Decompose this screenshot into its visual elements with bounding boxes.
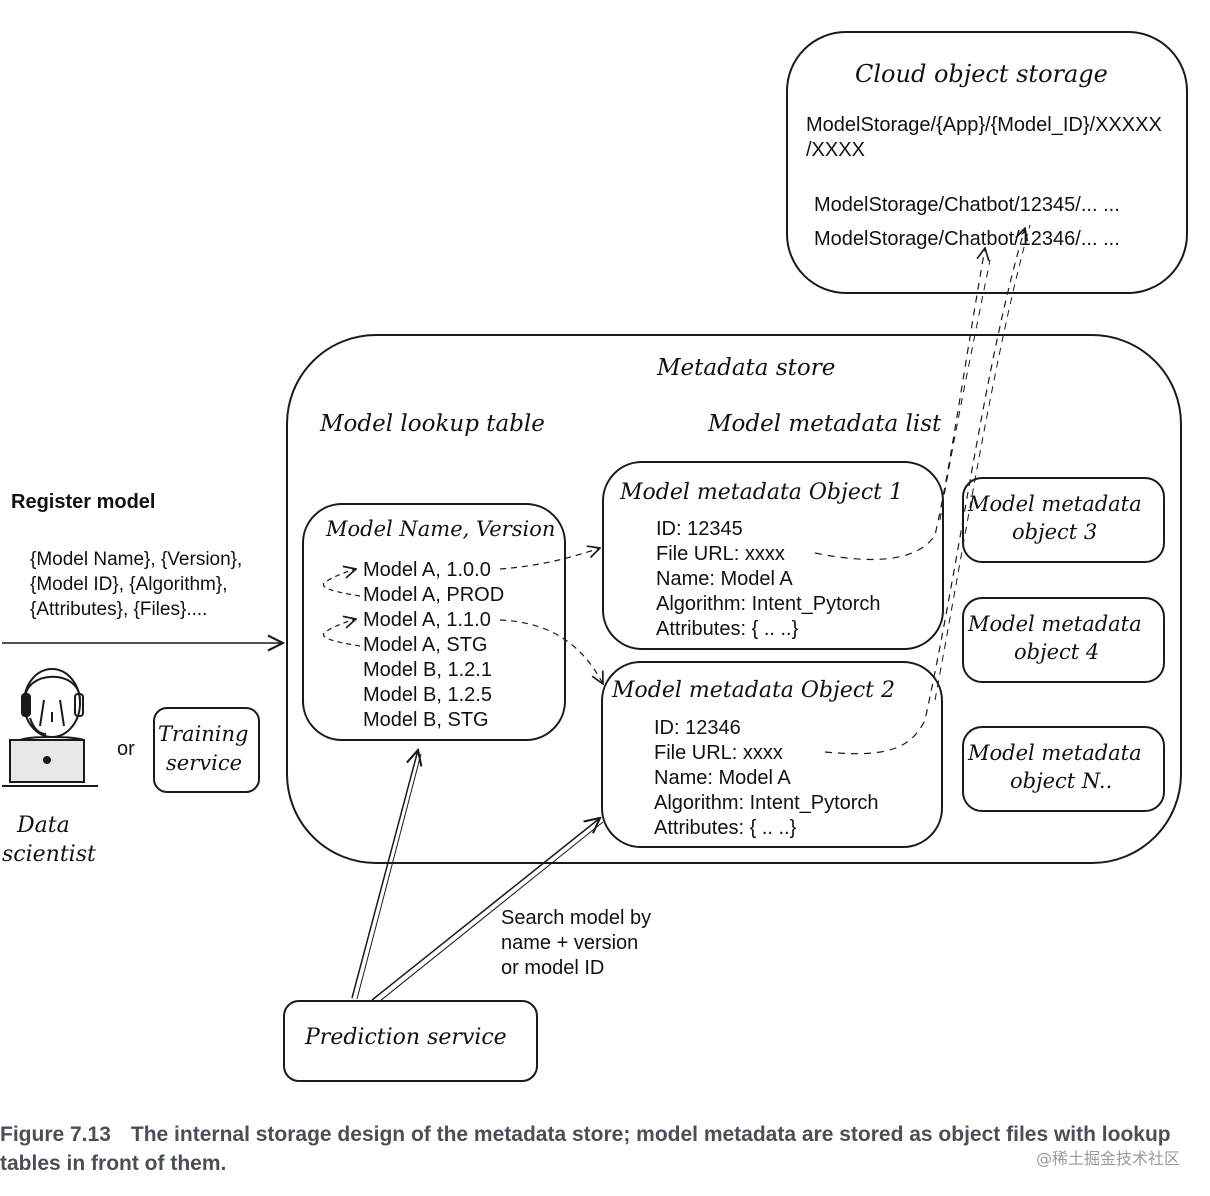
lookup-table — [302, 503, 566, 741]
pointer-1-0-0-to-object-1 — [499, 548, 600, 570]
data-scientist-label-line1: Data — [17, 813, 70, 838]
watermark: @稀土掘金技术社区 — [1035, 1149, 1180, 1168]
lookup-query-arrow — [351, 750, 418, 999]
metadata-list-heading: Model metadata list — [708, 411, 942, 437]
lookup-table-rows: Model A, 1.0.0 Model A, PROD Model A, 1.… — [363, 558, 504, 733]
search-model-note: Search model by name + version or model … — [501, 906, 651, 981]
search-note-line: Search model by — [501, 907, 652, 929]
file-url-2-to-storage-b — [934, 224, 1031, 701]
metadata-object-1 — [602, 461, 944, 650]
register-param-line: {Model ID}, {Algorithm}, — [30, 574, 228, 595]
metadata-object-4 — [962, 597, 1165, 683]
lookup-row: Model B, 1.2.5 — [363, 684, 492, 706]
lookup-row: Model A, 1.0.0 — [363, 559, 491, 581]
training-service-label-line2: service — [166, 751, 243, 775]
file-url-1-to-storage-b — [939, 259, 991, 521]
storage-path-template-line1: ModelStorage/{App}/{Model_ID}/XXXXX — [806, 114, 1162, 136]
metadata-object-4-line1: Model metadata — [968, 612, 1142, 636]
metadata-object-2-fields: ID: 12346 File URL: xxxx Name: Model A A… — [654, 716, 879, 841]
lookup-row: Model A, PROD — [363, 584, 505, 606]
storage-entry: ModelStorage/Chatbot/12345/... ... — [814, 194, 1120, 216]
metadata-object-2-title: Model metadata Object 2 — [612, 678, 896, 703]
cloud-storage-title: Cloud object storage — [855, 60, 1108, 88]
metadata-object-3 — [962, 477, 1165, 563]
file-url-2-to-storage — [824, 228, 1025, 755]
metadata-store-title: Metadata store — [657, 355, 836, 381]
metadata-field: Attributes: { .. ..} — [656, 618, 799, 640]
or-label: or — [117, 738, 135, 760]
metadata-object-3-line1: Model metadata — [968, 492, 1142, 516]
metadata-field: ID: 12345 — [656, 518, 743, 540]
metadata-object-2 — [601, 661, 943, 848]
register-model-label: Register model — [11, 491, 156, 513]
metadata-object-4-line2: object 4 — [1014, 640, 1100, 664]
metadata-object-1-title: Model metadata Object 1 — [620, 480, 904, 505]
data-scientist-label-line2: scientist — [2, 842, 96, 867]
metadata-field: Algorithm: Intent_Pytorch — [654, 792, 879, 814]
prediction-service-box — [283, 1000, 538, 1082]
training-service-box — [153, 707, 260, 793]
lookup-row: Model B, 1.2.1 — [363, 659, 492, 681]
metadata-field: Algorithm: Intent_Pytorch — [656, 593, 881, 615]
metadata-object-n — [962, 726, 1165, 812]
pointer-prod-to-1-0-0 — [322, 569, 361, 597]
pointer-1-1-0-to-object-2 — [499, 619, 603, 684]
metadata-store-box — [286, 334, 1182, 864]
lookup-row: Model A, 1.1.0 — [363, 609, 491, 631]
metadata-field: Name: Model A — [654, 767, 791, 789]
lookup-query-arrow-2 — [356, 753, 422, 1000]
metadata-query-arrow — [371, 818, 600, 1001]
figure-caption-text: The internal storage design of the metad… — [0, 1123, 1171, 1175]
lookup-table-header: Model Name, Version — [326, 517, 556, 541]
metadata-field: ID: 12346 — [654, 717, 741, 739]
metadata-field: Name: Model A — [656, 568, 793, 590]
metadata-object-n-line1: Model metadata — [968, 741, 1142, 765]
metadata-object-1-fields: ID: 12345 File URL: xxxx Name: Model A A… — [656, 517, 881, 642]
figure-number: Figure 7.13 — [0, 1123, 111, 1146]
file-url-1-to-storage — [814, 248, 985, 561]
lookup-row: Model A, STG — [363, 634, 488, 656]
lookup-row: Model B, STG — [363, 709, 489, 731]
search-note-line: or model ID — [501, 957, 605, 979]
lookup-table-heading: Model lookup table — [320, 411, 545, 437]
metadata-field: File URL: xxxx — [656, 543, 785, 565]
cloud-storage-box — [786, 31, 1188, 294]
metadata-query-arrow-2 — [379, 821, 604, 1002]
register-param-line: {Model Name}, {Version}, — [30, 549, 243, 570]
storage-path-template-line2: /XXXX — [806, 139, 865, 161]
prediction-service-label: Prediction service — [305, 1025, 507, 1050]
pointer-stg-to-1-1-0 — [322, 619, 361, 647]
search-note-line: name + version — [501, 932, 639, 954]
metadata-field: Attributes: { .. ..} — [654, 817, 797, 839]
metadata-object-n-line2: object N.. — [1010, 769, 1113, 793]
register-params: {Model Name}, {Version}, {Model ID}, {Al… — [30, 547, 242, 622]
metadata-object-3-line2: object 3 — [1012, 520, 1098, 544]
data-scientist-icon — [2, 668, 98, 787]
register-param-line: {Attributes}, {Files}.... — [30, 599, 208, 620]
training-service-label-line1: Training — [158, 722, 249, 746]
metadata-field: File URL: xxxx — [654, 742, 783, 764]
storage-entry: ModelStorage/Chatbot/12346/... ... — [814, 228, 1120, 250]
